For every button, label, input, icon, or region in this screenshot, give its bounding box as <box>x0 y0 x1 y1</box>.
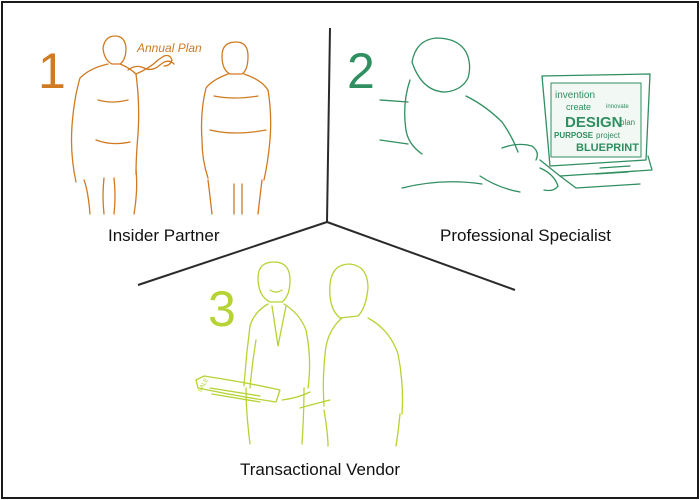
laptop-illustration <box>539 73 653 189</box>
word-create: create <box>566 102 591 112</box>
word-innovate: innovate <box>606 104 629 110</box>
section-1-label: Insider Partner <box>108 226 220 245</box>
receipt-text: SALE <box>197 377 210 393</box>
section-2-number: 2 <box>347 43 375 99</box>
section-dividers <box>137 27 516 291</box>
word-purpose: PURPOSE <box>554 131 594 140</box>
word-invention: invention <box>555 90 595 101</box>
divider-right <box>326 221 516 291</box>
laptop-screen <box>550 82 642 158</box>
word-design: DESIGN <box>565 114 623 131</box>
section-3-label: Transactional Vendor <box>240 460 400 479</box>
customer-man-illustration <box>299 263 404 447</box>
receipt-illustration: SALE <box>195 375 281 403</box>
man-writing-illustration <box>70 35 173 215</box>
section-1: 1 Annual Plan <box>38 35 272 245</box>
whiteboard-scribble <box>127 60 175 71</box>
man-at-laptop-illustration <box>379 37 559 193</box>
section-2-label: Professional Specialist <box>440 226 611 245</box>
section-3-number: 3 <box>208 281 236 337</box>
section-3: 3 SALE Transact <box>195 261 404 479</box>
word-plan: plan <box>620 118 635 127</box>
whiteboard-text: Annual Plan <box>136 41 202 55</box>
man-standing-illustration <box>200 41 272 215</box>
word-blueprint: BLUEPRINT <box>576 142 639 154</box>
divider-left <box>137 221 328 286</box>
word-project: project <box>596 131 621 140</box>
vendor-man-illustration <box>243 261 311 445</box>
section-1-number: 1 <box>38 43 66 99</box>
divider-vertical <box>326 27 331 223</box>
section-2: 2 invention create innovate <box>347 37 653 245</box>
laptop-word-cloud: invention create innovate DESIGN plan PU… <box>554 90 639 154</box>
